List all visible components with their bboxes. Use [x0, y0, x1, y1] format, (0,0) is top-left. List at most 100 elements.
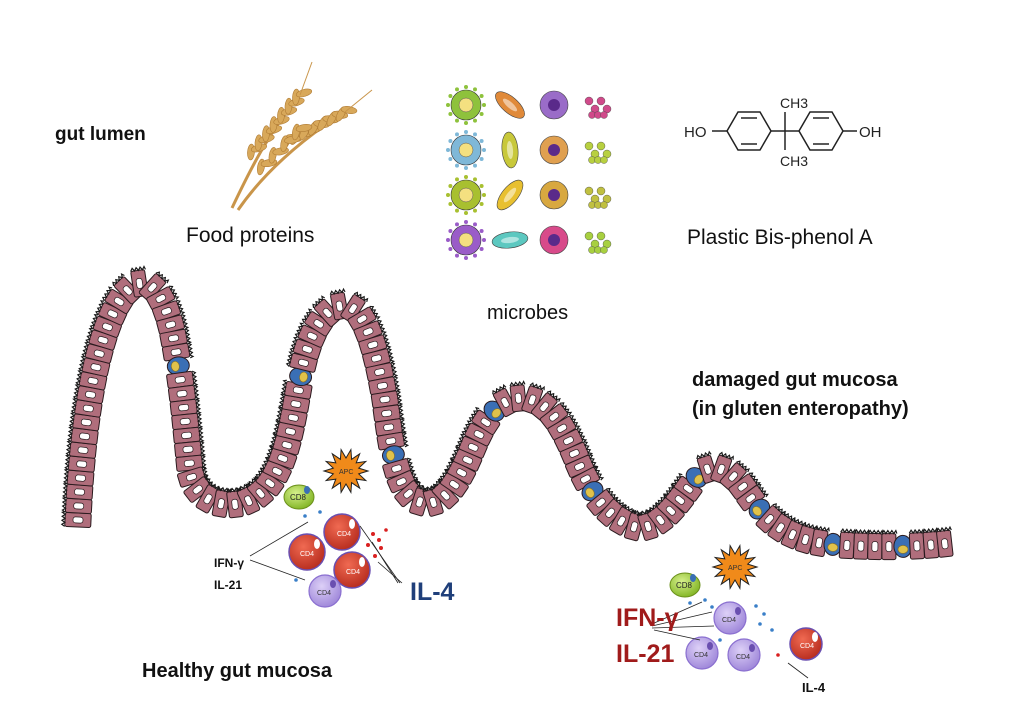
il4-dots: [366, 528, 388, 558]
ifn-gamma-large-label: IFN-γ: [616, 604, 679, 632]
epithelial-cell: [63, 468, 95, 487]
cytokine-lines: [249, 521, 403, 584]
epithelial-cell: [65, 440, 97, 459]
cd4-label: CD4: [736, 654, 750, 661]
epithelial-cell: [867, 529, 884, 561]
cd4-cell-red: CD4: [333, 551, 371, 589]
epithelial-cell: [365, 361, 399, 382]
epithelial-cell: [211, 486, 232, 518]
epithelial-cell: [245, 475, 274, 508]
epithelial-cell: [838, 528, 857, 560]
cd4-cell-purple: CD4: [685, 636, 719, 670]
microbe: [539, 180, 569, 210]
ifn-dots: [688, 598, 774, 642]
damaged-immune-cells: APC CD8 CD4 CD4 CD4 CD4: [651, 543, 823, 679]
il4-large-label: IL-4: [410, 578, 455, 606]
microbe: [584, 96, 612, 119]
cd4-label: CD4: [337, 531, 351, 538]
cd4-cell-purple: CD4: [713, 601, 747, 635]
epithelial-cell: [60, 510, 92, 528]
epithelial-cell: [362, 347, 396, 369]
epithelial-cell: [89, 314, 122, 338]
microbe: [584, 141, 612, 164]
epithelial-cell: [935, 525, 954, 558]
cd4-cell-purple: CD4: [727, 638, 761, 672]
il21-small-label: IL-21: [214, 578, 243, 592]
epithelial-cell: [809, 525, 830, 557]
apc-label: APC: [339, 469, 353, 476]
apc-label: APC: [728, 565, 742, 572]
epithelial-cell: [685, 467, 708, 488]
epithelial-cell: [483, 400, 505, 422]
microbe: [539, 90, 569, 120]
cd4-label: CD4: [317, 590, 331, 597]
epithelial-cell: [881, 529, 898, 561]
epithelial-cell: [78, 355, 111, 377]
damaged-mucosa-subtitle: (in gluten enteropathy): [692, 398, 909, 420]
epithelial-cell: [450, 446, 483, 472]
microbe: [446, 85, 486, 125]
microbe: [539, 135, 569, 165]
epithelial-cell: [710, 451, 734, 484]
cd4-label: CD4: [694, 652, 708, 659]
epithelial-cell: [278, 393, 311, 414]
epithelial-cell: [372, 404, 405, 423]
microbe: [495, 91, 525, 119]
epithelial-cell: [280, 379, 313, 400]
cd8-cell: CD8: [283, 484, 315, 510]
cd4-label: CD4: [300, 551, 314, 558]
epithelial-cell: [151, 299, 186, 323]
cd4-cell-red: CD4: [789, 627, 823, 661]
bisphenol-a-structure: [712, 111, 857, 151]
epithelial-cell: [553, 428, 588, 453]
epithelial-cell: [171, 412, 204, 431]
epithelial-cell: [75, 369, 108, 391]
damaged-mucosa-title: damaged gut mucosa: [692, 369, 898, 391]
epithelial-cell: [95, 300, 128, 326]
microbe: [539, 225, 569, 255]
gut-lumen-label: gut lumen: [55, 124, 146, 145]
il4-small-label: IL-4: [802, 680, 826, 695]
microbe: [446, 130, 486, 170]
epithelial-cell: [167, 384, 201, 403]
food-proteins-label: Food proteins: [186, 224, 315, 247]
epithelial-cell: [547, 415, 581, 441]
epithelial-cell: [461, 420, 494, 447]
epithelial-cell: [368, 375, 401, 396]
cd4-label: CD4: [800, 643, 814, 650]
bpa-ch3-top: CH3: [780, 95, 808, 111]
microbe: [446, 220, 486, 260]
epithelial-cell: [340, 291, 369, 324]
epithelial-cell: [719, 460, 751, 491]
bpa-ho: HO: [684, 124, 707, 141]
bpa-oh: OH: [859, 124, 882, 141]
microbe: [584, 186, 612, 209]
epithelial-cell: [908, 528, 925, 560]
cd8-label: CD8: [290, 493, 307, 502]
ifn-dots: [294, 510, 322, 582]
cd4-cell-red: CD4: [323, 513, 361, 551]
microbe: [496, 179, 524, 211]
epithelial-cell: [225, 486, 244, 519]
wheat-illustration: [230, 61, 373, 211]
epithelial-cell: [70, 398, 103, 418]
microbes-illustration: [446, 85, 612, 260]
epithelial-cell: [275, 406, 308, 428]
microbe: [446, 175, 486, 215]
epithelial-cell: [570, 466, 605, 492]
healthy-mucosa-label: Healthy gut mucosa: [142, 660, 333, 682]
epithelial-cell: [374, 417, 407, 437]
cd4-label: CD4: [346, 569, 360, 576]
cytokine-lines: [651, 601, 809, 679]
cd4-label: CD4: [722, 617, 736, 624]
epithelial-cell: [269, 433, 302, 456]
ifn-gamma-small-label: IFN-γ: [214, 556, 244, 570]
gut-epithelium: [60, 265, 954, 561]
epithelial-cell: [444, 458, 477, 485]
healthy-immune-cells: APC CD8 CD4 CD4 CD4 CD4: [249, 447, 403, 608]
epithelial-cell: [559, 441, 594, 465]
bisphenol-a-label: Plastic Bis-phenol A: [687, 226, 873, 249]
cd8-label: CD8: [676, 581, 693, 590]
cd4-cell-purple: CD4: [308, 574, 342, 608]
